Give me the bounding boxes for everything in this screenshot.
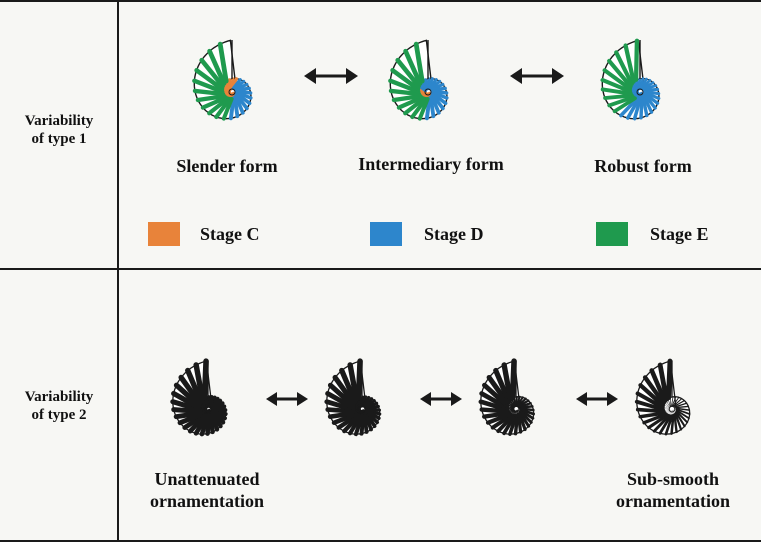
double-arrow-icon [266, 392, 308, 406]
grid-line-column [117, 0, 119, 542]
unattenuated-caption-line2: ornamentation [150, 491, 264, 511]
unattenuated-caption: Unattenuated ornamentation [122, 468, 292, 512]
grid-line-bottom [0, 540, 761, 542]
slender-form-caption: Slender form [176, 156, 278, 176]
grid-line-middle [0, 268, 761, 270]
double-arrow-icon [576, 392, 618, 406]
slender-form-shell [192, 39, 253, 121]
row1-label-line1: Variability [24, 113, 94, 129]
double-arrow-icon [304, 68, 358, 84]
double-arrow-icon [510, 68, 564, 84]
sub-smooth-caption-line1: Sub-smooth [626, 469, 720, 489]
row1-label-line2: of type 1 [31, 131, 87, 147]
stage-d-label: Stage D [424, 224, 484, 244]
sub-smooth-shell [634, 358, 691, 436]
intermediary-form-shell [388, 39, 449, 121]
row1-label: Variability of type 1 [0, 112, 118, 148]
row2-label-line2: of type 2 [31, 407, 87, 423]
robust-form-shell [600, 38, 661, 121]
robust-form-caption: Robust form [594, 156, 692, 176]
unattenuated-shell [170, 358, 228, 437]
stage-c-swatch [148, 222, 180, 246]
stage-e-swatch [596, 222, 628, 246]
row2-label-line1: Variability [24, 389, 94, 405]
double-arrow-icon [420, 392, 462, 406]
unattenuated-caption-line1: Unattenuated [154, 469, 260, 489]
intermediary-form-caption: Intermediary form [358, 154, 504, 174]
stage-d-swatch [370, 222, 402, 246]
moderate-ornamentation-shell [324, 358, 382, 437]
stage-e-label: Stage E [650, 224, 709, 244]
sub-smooth-caption: Sub-smooth ornamentation [588, 468, 758, 512]
sub-smooth-caption-line2: ornamentation [616, 491, 730, 511]
grid-line-top [0, 0, 761, 2]
row2-label: Variability of type 2 [0, 388, 118, 424]
stage-c-label: Stage C [200, 224, 260, 244]
weak-ornamentation-shell [478, 358, 535, 436]
